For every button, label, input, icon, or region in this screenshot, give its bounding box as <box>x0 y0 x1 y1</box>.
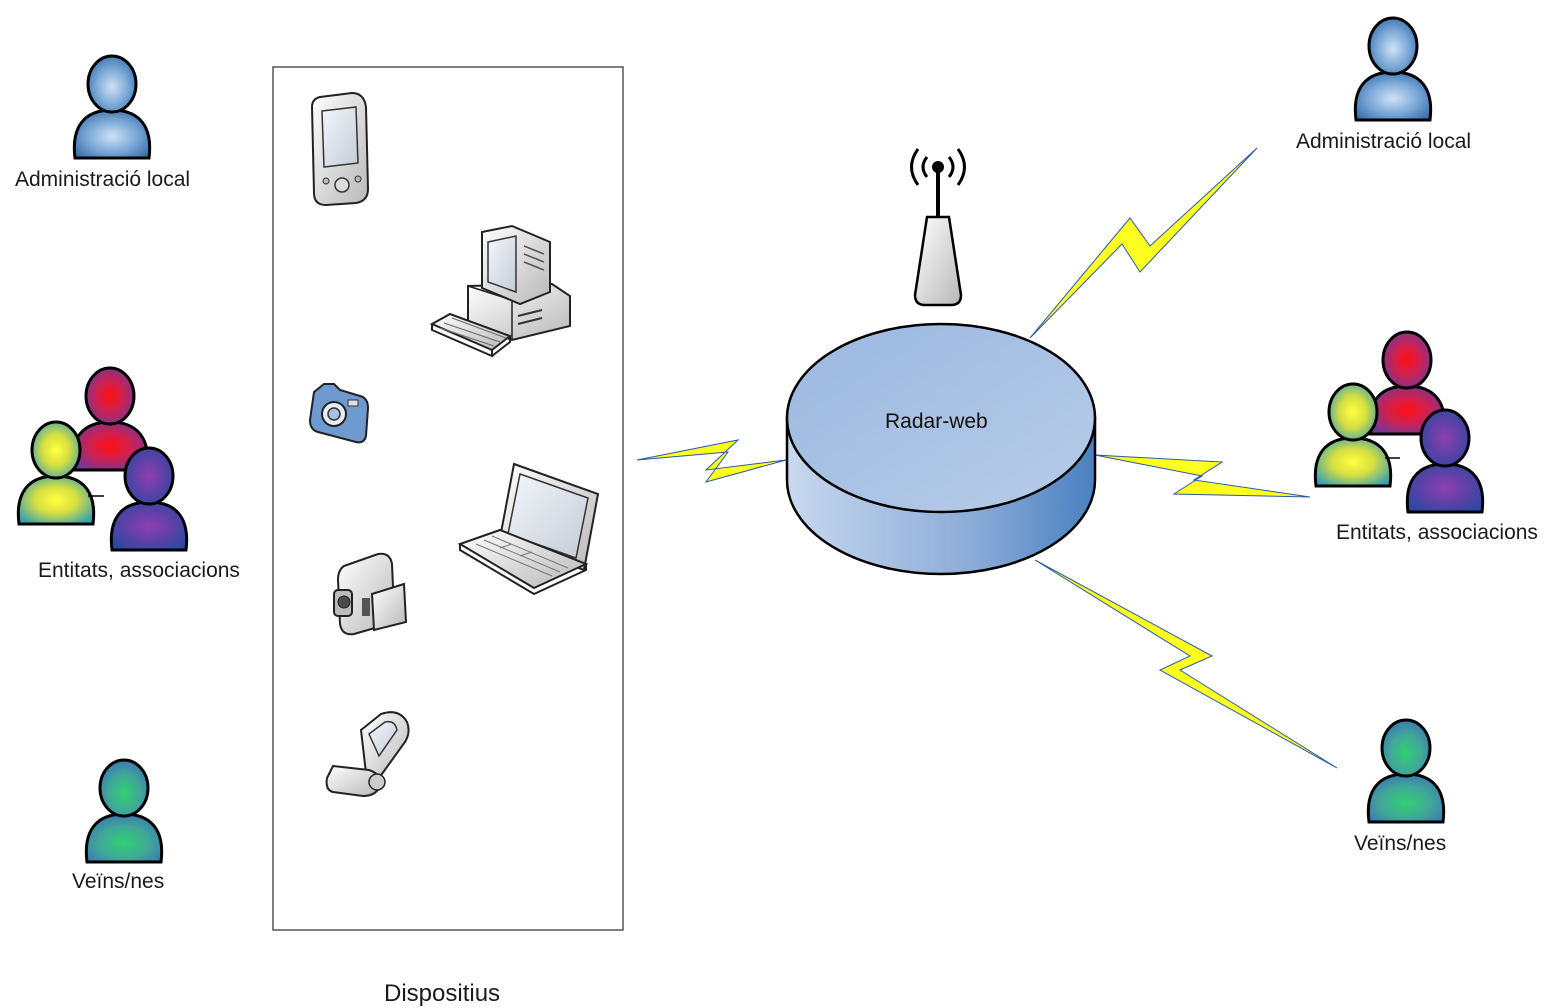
neighbors-label-right: Veïns/nes <box>1354 832 1447 855</box>
radar-web-server <box>785 322 1097 576</box>
neighbors-label-left: Veïns/nes <box>72 870 165 893</box>
laptop-icon <box>457 462 600 596</box>
devices-frame <box>272 66 624 931</box>
video-camera-icon <box>333 552 408 636</box>
link-middle-right-lightning <box>1094 454 1311 498</box>
link-bottom-right-lightning <box>1034 559 1338 769</box>
local-admin-label-left: Administració local <box>15 168 191 191</box>
local-admin-label-right: Administració local <box>1296 130 1472 153</box>
neighbor-person-icon-left <box>84 758 164 864</box>
camera-icon <box>308 383 370 444</box>
entities-group-icon-right <box>1313 330 1485 514</box>
server-label: Radar-web <box>885 410 988 433</box>
local-admin-person-icon-left <box>72 54 152 160</box>
mobile-phone-icon <box>325 711 410 798</box>
devices-title: Dispositius <box>384 980 501 1007</box>
link-top-right-lightning <box>1029 147 1258 339</box>
local-admin-person-icon-right <box>1353 16 1433 122</box>
pda-icon <box>310 91 370 207</box>
entities-label-left: Entitats, associacions <box>38 559 240 582</box>
entities-group-icon-left <box>16 366 189 552</box>
entities-label-right: Entitats, associacions <box>1336 521 1538 544</box>
desktop-computer-icon <box>429 224 571 358</box>
wireless-antenna-icon <box>910 148 966 307</box>
link-left-lightning <box>636 439 787 483</box>
neighbor-person-icon-right <box>1366 718 1446 824</box>
